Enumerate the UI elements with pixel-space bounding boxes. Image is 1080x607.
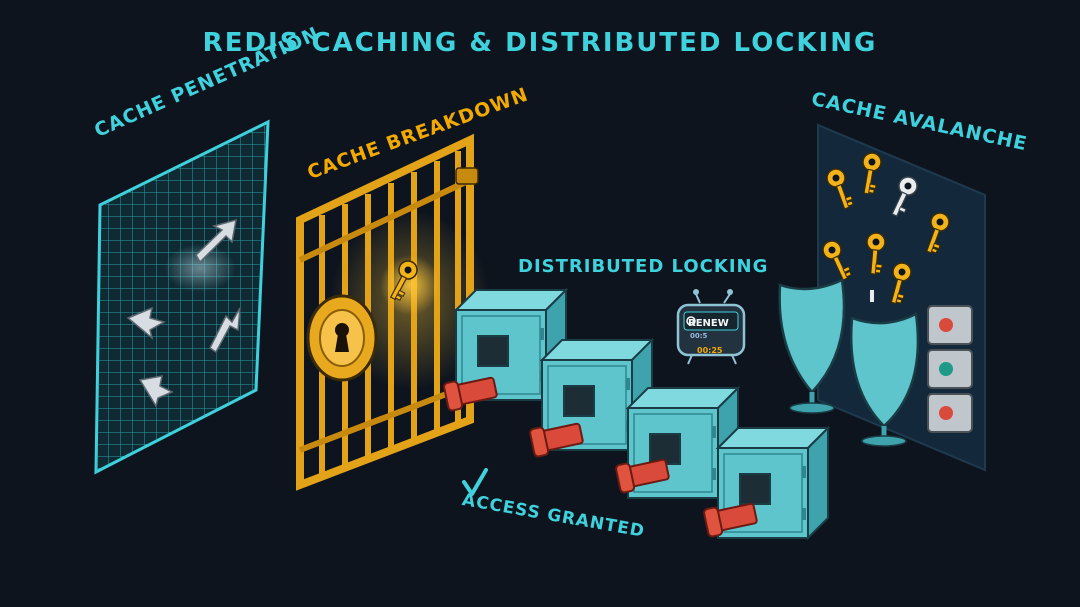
- penetration-grid-icon: [94, 119, 270, 475]
- padlock-icon: [306, 294, 378, 382]
- renew-label: RENEW: [688, 318, 729, 329]
- key-icon: [870, 176, 918, 302]
- checkmark-icon: [462, 468, 488, 496]
- safe-icon: [702, 427, 829, 539]
- shield-icon: [850, 312, 920, 447]
- distributed-locking-label: DISTRIBUTED LOCKING: [518, 256, 769, 277]
- switch-icon: [927, 305, 973, 433]
- arrow-icon: [126, 218, 241, 408]
- page-title: REDIS CACHING & DISTRIBUTED LOCKING: [202, 28, 878, 58]
- lock-timer: 00:25: [697, 346, 723, 355]
- robot-icon: [676, 289, 746, 365]
- shield-icon: [778, 278, 846, 414]
- key-icon: [380, 255, 440, 315]
- renew-counter: 00:5: [690, 332, 708, 340]
